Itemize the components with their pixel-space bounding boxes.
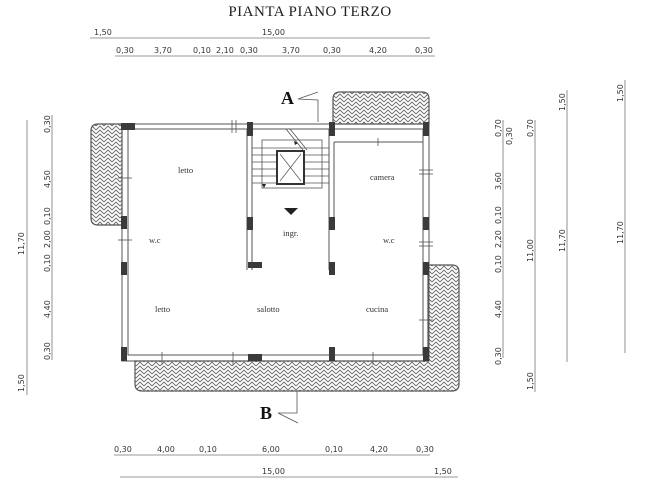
dim-top-partial: 0,30 (116, 46, 134, 55)
room-cucina: cucina (366, 304, 388, 314)
dim-right-chain1: 0,10 (494, 206, 503, 224)
left-dimensions: 11,70 1,50 0,30 4,50 0,10 2,00 0,10 4,40… (17, 115, 53, 395)
room-letto-bottom: letto (155, 304, 170, 314)
room-wc-left: w.c (149, 235, 161, 245)
dim-right-chain3-total: 11,70 (558, 229, 567, 252)
entrance-arrow-icon (284, 208, 298, 215)
room-labels: letto w.c letto ingr. salotto camera w.c… (149, 165, 395, 314)
dim-right-chain2-top: 0,70 (526, 119, 535, 137)
dim-top-overall-total: 15,00 (262, 28, 285, 37)
windows (118, 120, 433, 365)
bottom-dimensions: 0,30 4,00 0,10 6,00 0,10 4,20 0,30 15,00… (114, 445, 458, 478)
top-dimensions: 1,50 15,00 0,30 3,70 0,10 2,10 0,30 3,70… (90, 28, 435, 57)
stair-arrow-icon (294, 141, 298, 145)
dim-top-partial: 3,70 (282, 46, 300, 55)
dim-left-partial: 0,10 (43, 207, 52, 225)
dim-left-partial: 4,40 (43, 300, 52, 318)
dim-bottom-overall-total: 15,00 (262, 467, 285, 476)
dim-top-partial: 0,30 (323, 46, 341, 55)
dim-top-partial: 2,10 (216, 46, 234, 55)
dim-right-chain1: 0,10 (494, 255, 503, 273)
room-camera: camera (370, 172, 395, 182)
dim-right-chain1: 0,30 (505, 127, 514, 145)
room-salotto: salotto (257, 304, 280, 314)
dim-bottom-partial: 0,10 (199, 445, 217, 454)
dim-bottom-partial: 6,00 (262, 445, 280, 454)
room-wc-right: w.c (383, 235, 395, 245)
section-label-b: B (260, 403, 272, 423)
balcony-top-right (332, 91, 430, 125)
dim-bottom-partial: 4,00 (157, 445, 175, 454)
dim-bottom-partial: 0,30 (416, 445, 434, 454)
stair-arrow-icon (262, 184, 266, 188)
dim-top-partial: 0,30 (240, 46, 258, 55)
dim-left-partial: 2,00 (43, 230, 52, 248)
dim-right-chain1: 0,70 (494, 119, 503, 137)
dim-top-overall-left: 1,50 (94, 28, 112, 37)
dim-bottom-partial: 0,10 (325, 445, 343, 454)
dim-top-partial: 4,20 (369, 46, 387, 55)
room-letto-top: letto (178, 165, 193, 175)
dim-left-partial: 4,50 (43, 170, 52, 188)
section-label-a: A (281, 88, 294, 108)
right-dimensions: 0,70 0,30 3,60 0,10 2,20 0,10 4,40 0,30 … (494, 80, 626, 392)
balconies (90, 91, 460, 392)
balcony-bottom-right (134, 264, 460, 392)
dim-left-partial: 0,30 (43, 342, 52, 360)
dim-bottom-overall-right: 1,50 (434, 467, 452, 476)
dim-left-partial: 0,10 (43, 254, 52, 272)
dim-top-partial: 0,10 (193, 46, 211, 55)
dim-right-chain2-bottom: 1,50 (526, 372, 535, 390)
dim-right-chain4-top: 1,50 (616, 84, 625, 102)
dim-bottom-partial: 0,30 (114, 445, 132, 454)
dim-bottom-partial: 4,20 (370, 445, 388, 454)
elevator-icon (276, 150, 305, 185)
dim-right-chain1: 4,40 (494, 300, 503, 318)
balcony-left (90, 123, 123, 226)
pillars (121, 122, 429, 361)
room-ingresso: ingr. (283, 228, 298, 238)
page-title: PIANTA PIANO TERZO (228, 4, 392, 20)
dim-left-total: 11,70 (17, 232, 26, 255)
dim-right-chain1: 0,30 (494, 347, 503, 365)
dim-top-partial: 0,30 (415, 46, 433, 55)
dim-top-partial: 3,70 (154, 46, 172, 55)
dim-right-chain3-top: 1,50 (558, 93, 567, 111)
dim-left-partial: 0,30 (43, 115, 52, 133)
dim-left-bottom-extra: 1,50 (17, 374, 26, 392)
dim-right-chain1: 2,20 (494, 230, 503, 248)
dim-right-chain2-total: 11,00 (526, 239, 535, 262)
section-marker-a: A (281, 88, 319, 122)
dim-right-chain4-total: 11,70 (616, 221, 625, 244)
dim-right-chain1: 3,60 (494, 172, 503, 190)
section-marker-b: B (260, 391, 299, 424)
